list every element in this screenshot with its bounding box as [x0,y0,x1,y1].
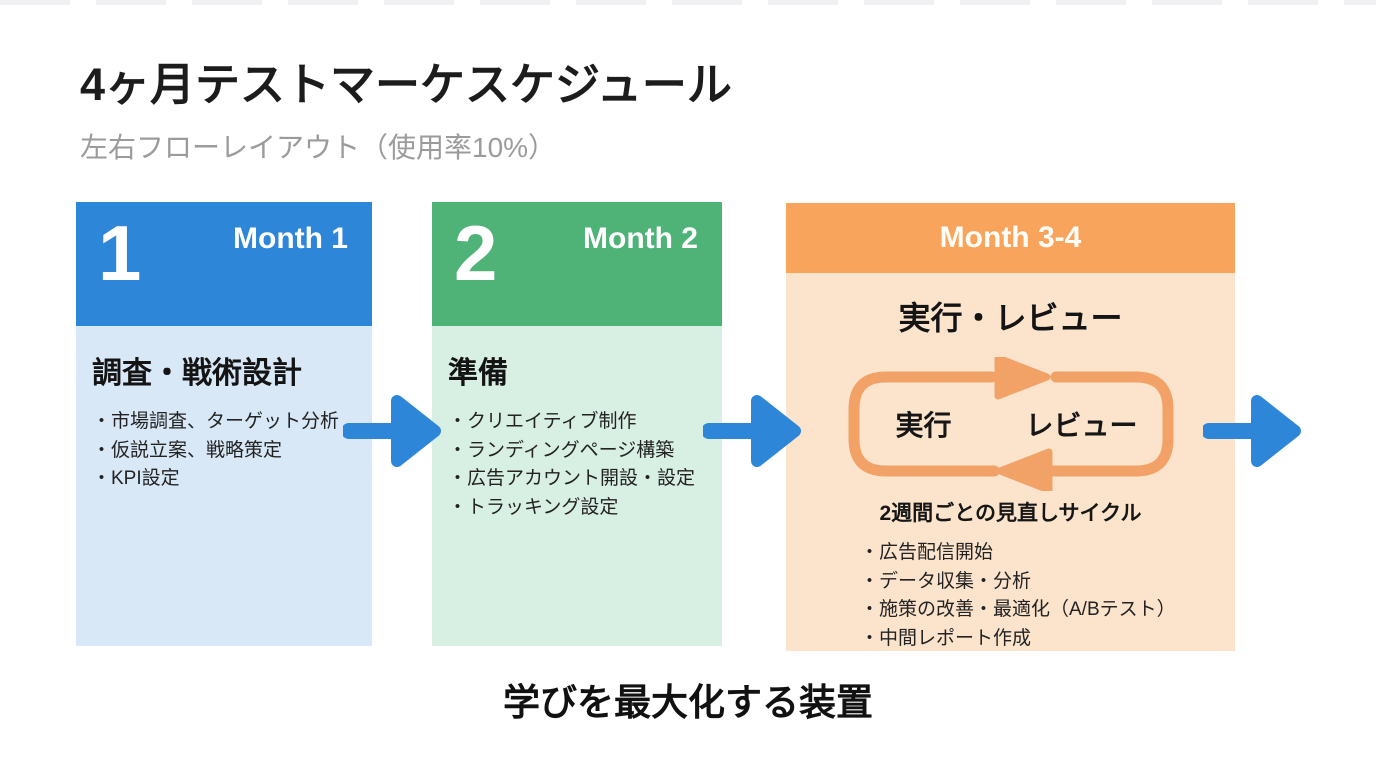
bullet-item: ・仮説立案、戦略策定 [92,439,283,461]
cycle-loop-icon [848,357,1173,491]
flow-arrow-1-icon [343,395,441,467]
month2-bullet-list: ・クリエイティブ制作 ・ランディングページ構築 ・広告アカウント開設・設定 ・ト… [448,408,706,522]
cycle-caption: 2週間ごとの見直しサイクル [879,502,1142,525]
bullet-item: ・中間レポート作成 [860,627,1032,649]
bullet-item: ・市場調査、ターゲット分析 [92,411,340,432]
month1-number: 1 [98,209,142,297]
cycle-step-execute: 実行 [895,410,952,441]
bullet-item: ・施策の改善・最適化（A/Bテスト） [860,599,1176,620]
month2-number: 2 [454,209,498,297]
month34-body: 実行・レビュー 実行 レビュー 2週間ごとの見直しサイクル ・広告配信開始 ・デ… [786,273,1235,651]
bullet-item: ・KPI設定 [92,468,180,489]
month1-card: 1 Month 1 調査・戦術設計 ・市場調査、ターゲット分析 ・仮説立案、戦略… [76,202,372,646]
month34-label: Month 3-4 [939,221,1082,254]
flow-arrow-3-icon [1203,395,1301,467]
flow-arrow-2-icon [703,395,801,467]
cycle-diagram: 実行 レビュー [846,357,1176,491]
month34-card: Month 3-4 実行・レビュー 実行 レビュー 2週間ごとの見直しサイクル … [786,203,1235,651]
month2-header: 2 Month 2 [432,202,722,326]
month1-header: 1 Month 1 [76,202,372,326]
month2-label: Month 2 [583,222,698,255]
month34-bullet-list: ・広告配信開始 ・データ収集・分析 ・施策の改善・最適化（A/Bテスト） ・中間… [786,539,1235,653]
month34-heading: 実行・レビュー [898,300,1123,336]
month2-card: 2 Month 2 準備 ・クリエイティブ制作 ・ランディングページ構築 ・広告… [432,202,722,646]
cycle-step-review: レビュー [1025,410,1138,441]
month2-heading: 準備 [448,357,508,390]
footer-caption: 学びを最大化する装置 [503,682,873,723]
bullet-item: ・広告アカウント開設・設定 [448,468,696,489]
month34-header: Month 3-4 [786,203,1235,273]
top-crop-artifact [0,0,1376,5]
month1-label: Month 1 [233,222,348,255]
page-title: 4ヶ月テストマーケスケジュール [80,59,732,110]
month1-heading: 調査・戦術設計 [92,357,302,390]
bullet-item: ・ランディングページ構築 [448,439,675,461]
month1-bullet-list: ・市場調査、ターゲット分析 ・仮説立案、戦略策定 ・KPI設定 [92,408,356,494]
month2-body: 準備 ・クリエイティブ制作 ・ランディングページ構築 ・広告アカウント開設・設定… [432,326,722,646]
bullet-item: ・データ収集・分析 [860,570,1032,592]
bullet-item: ・トラッキング設定 [448,496,619,518]
bullet-item: ・広告配信開始 [860,542,994,563]
page-subtitle: 左右フローレイアウト（使用率10%） [80,132,557,163]
month1-body: 調査・戦術設計 ・市場調査、ターゲット分析 ・仮説立案、戦略策定 ・KPI設定 [76,326,372,646]
bullet-item: ・クリエイティブ制作 [448,411,637,432]
